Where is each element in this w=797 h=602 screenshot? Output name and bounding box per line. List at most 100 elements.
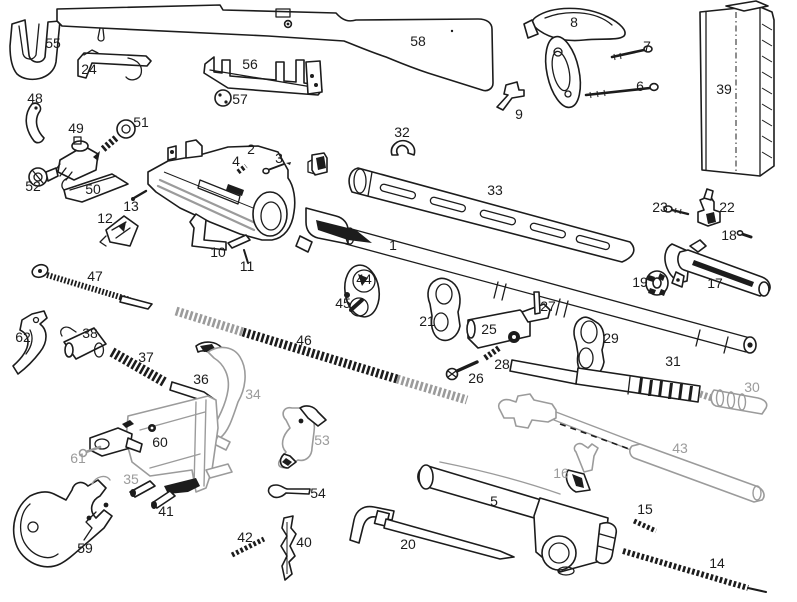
part-12-bolt-lock — [99, 215, 139, 247]
part-label-49: 49 — [68, 120, 84, 136]
part-58-buttstock — [56, 4, 494, 92]
part-7-buttplate-screw — [610, 45, 653, 61]
part-label-52: 52 — [25, 178, 41, 194]
part-label-10: 10 — [210, 244, 226, 260]
part-label-4: 4 — [232, 153, 240, 169]
part-label-54: 54 — [310, 485, 326, 501]
part-8-buttplate — [523, 7, 626, 109]
part-label-1: 1 — [389, 237, 397, 253]
part-label-34: 34 — [245, 386, 261, 402]
part-label-3: 3 — [275, 150, 283, 166]
part-label-15: 15 — [637, 501, 653, 517]
part-label-5: 5 — [490, 493, 498, 509]
part-label-26: 26 — [468, 370, 484, 386]
part-27-pin — [533, 291, 541, 315]
part-6-buttplate-long-screw — [584, 82, 659, 99]
part-11-pin — [243, 249, 249, 264]
part-59-trigger-guard — [12, 475, 113, 568]
part-60-trigger-housing — [89, 395, 233, 494]
part-label-14: 14 — [709, 555, 725, 571]
part-35-pin — [129, 480, 156, 498]
part-62-trigger — [12, 310, 48, 375]
part-30-gas-cylinder-plug — [710, 389, 768, 415]
part-label-21: 21 — [419, 313, 435, 329]
part-label-23: 23 — [652, 199, 668, 215]
part-46-operating-rod-spring — [174, 306, 469, 405]
part-label-29: 29 — [603, 330, 619, 346]
part-38-hammer-spring-housing — [60, 326, 107, 360]
part-3-pin — [262, 162, 291, 175]
part-label-53: 53 — [314, 432, 330, 448]
part-label-57: 57 — [232, 91, 248, 107]
part-9-swivel-clip — [496, 81, 525, 111]
part-1-barrel — [305, 207, 757, 354]
part-25-gas-cylinder-lock — [466, 303, 551, 349]
part-label-42: 42 — [237, 529, 253, 545]
part-54-extractor-clip — [267, 484, 311, 499]
part-label-37: 37 — [138, 349, 154, 365]
part-label-46: 46 — [296, 332, 312, 348]
part-label-18: 18 — [721, 227, 737, 243]
part-label-9: 9 — [515, 106, 523, 122]
part-43-operating-rod — [497, 393, 765, 503]
part-42-spring — [230, 536, 266, 558]
part-label-31: 31 — [665, 353, 681, 369]
part-label-56: 56 — [242, 56, 258, 72]
part-label-41: 41 — [158, 503, 174, 519]
part-label-30: 30 — [744, 379, 760, 395]
part-label-50: 50 — [85, 181, 101, 197]
part-label-59: 59 — [77, 540, 93, 556]
part-label-17: 17 — [707, 275, 723, 291]
part-label-47: 47 — [87, 268, 103, 284]
part-48-sight-cover-leaf — [25, 102, 45, 144]
part-label-7: 7 — [643, 38, 651, 54]
part-37-hammer-spring — [109, 347, 169, 388]
part-label-16: 16 — [553, 465, 569, 481]
part-label-25: 25 — [481, 321, 497, 337]
part-23-screw — [663, 205, 690, 216]
part-label-48: 48 — [27, 90, 43, 106]
part-label-11: 11 — [240, 258, 255, 274]
part-label-36: 36 — [193, 371, 209, 387]
part-10-pin — [227, 234, 251, 249]
part-label-27: 27 — [540, 298, 556, 314]
part-16-connector-lock — [565, 442, 599, 493]
part-19-castle-nut — [645, 270, 669, 296]
part-22-front-sight — [697, 188, 721, 227]
part-label-39: 39 — [716, 81, 732, 97]
part-17-flash-suppressor — [664, 239, 771, 297]
part-label-19: 19 — [632, 274, 648, 290]
part-50-sight-cover-plate — [61, 173, 129, 203]
part-label-43: 43 — [672, 440, 688, 456]
part-34-hammer-strut — [195, 341, 246, 451]
part-51-windage-knob — [93, 119, 136, 161]
part-label-32: 32 — [394, 124, 410, 140]
part-2-ejector-block — [307, 152, 328, 176]
part-55-butt-swivel — [9, 19, 61, 81]
part-label-58: 58 — [410, 33, 426, 49]
part-label-55: 55 — [45, 35, 61, 51]
part-label-8: 8 — [570, 14, 578, 30]
part-31-gas-piston — [509, 359, 714, 403]
part-label-35: 35 — [123, 471, 139, 487]
part-57-spanner-nut — [214, 89, 232, 107]
part-label-45: 45 — [335, 295, 351, 311]
part-39-magazine — [699, 0, 775, 177]
part-24-stock-ferrule — [77, 49, 152, 81]
part-label-33: 33 — [487, 182, 503, 198]
part-label-22: 22 — [719, 199, 735, 215]
part-18-pin — [736, 230, 753, 239]
part-label-24: 24 — [81, 61, 97, 77]
part-label-62: 62 — [15, 329, 31, 345]
part-label-6: 6 — [636, 78, 644, 94]
part-label-61: 61 — [70, 450, 86, 466]
part-45-pin — [349, 298, 364, 312]
part-32-clip — [390, 139, 416, 156]
part-labels: 1234567891011121314151617181920212223242… — [15, 14, 760, 571]
receiver — [147, 139, 313, 253]
part-41-pin — [151, 490, 176, 509]
part-56-stock-liner — [203, 56, 323, 96]
part-label-51: 51 — [133, 114, 149, 130]
